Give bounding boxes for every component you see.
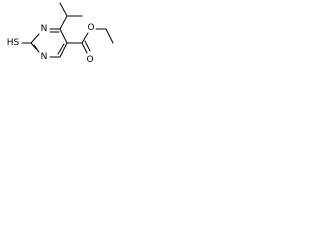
- bond-carbonyl-o-double-b: [84, 40, 91, 52]
- bond-c6-c5: [59, 28, 68, 44]
- bond-c2-n1: [30, 33, 40, 44]
- carbonyl-oxygen-label: O: [86, 55, 93, 65]
- isopropyl-group: [59, 2, 83, 30]
- nitrogen-upper-label: N: [41, 24, 48, 34]
- bond-ch2-ch3: [105, 28, 114, 44]
- bond-carbonyl-ester-o: [81, 32, 89, 44]
- bond-c6-ch: [59, 15, 68, 30]
- bond-n3-c2-double: [33, 44, 38, 50]
- nitrogen-lower-label: N: [41, 52, 48, 62]
- bond-carbonyl-o-double-a: [81, 42, 88, 54]
- ethyl-ester-group: [66, 28, 114, 54]
- molecule-structure: HS N N O O: [7, 2, 114, 65]
- bond-ch-ch3-left: [59, 2, 68, 17]
- thiol-label: HS: [7, 38, 20, 48]
- bond-c5-c4-double: [57, 43, 65, 55]
- pyrimidine-ring: [30, 28, 68, 58]
- ester-oxygen-label: O: [87, 23, 94, 33]
- bond-c5-c4: [59, 42, 68, 58]
- bond-n3-c2: [30, 42, 40, 53]
